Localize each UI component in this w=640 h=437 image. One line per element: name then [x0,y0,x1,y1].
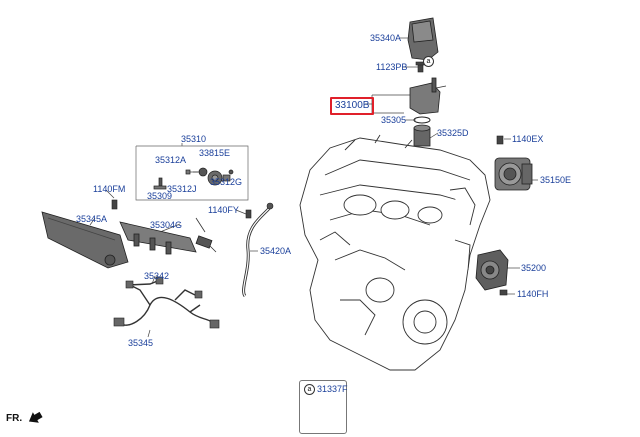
label-1140FH[interactable]: 1140FH [517,289,549,299]
label-1140FY[interactable]: 1140FY [208,205,239,215]
direction-label: FR. [6,413,23,424]
label-35310[interactable]: 35310 [181,134,207,144]
bolt-1140EX [496,135,504,145]
label-35309[interactable]: 35309 [147,191,173,201]
label-35340A[interactable]: 35340A [370,33,402,43]
label-33815E[interactable]: 33815E [199,148,231,158]
front-arrow-icon [28,411,43,423]
label-35345[interactable]: 35345 [128,338,154,348]
bolt-1140FM [111,199,118,210]
label-33100B[interactable]: 33100B [330,97,375,115]
part-35325D [413,124,431,147]
label-35342[interactable]: 35342 [144,271,170,281]
label-1140EX[interactable]: 1140EX [512,134,544,144]
oring-35305 [413,116,431,124]
label-35150E[interactable]: 35150E [540,175,572,185]
label-31337F[interactable]: 31337F [317,384,348,394]
harness-connectors [113,276,220,329]
sensor-35312 [195,217,217,253]
cover-35340A [407,17,439,61]
bolt-1140FH [499,289,508,296]
part-35200 [475,249,509,291]
callout-a-bottom[interactable]: a [304,384,315,395]
label-1123PB[interactable]: 1123PB [376,62,408,72]
bolt-1140FY [245,209,252,219]
group-bracket-35310 [135,145,249,201]
label-35420A[interactable]: 35420A [260,246,292,256]
label-35200[interactable]: 35200 [521,263,547,273]
sensor-parts-35310 [153,167,234,190]
throttle-body-35150E [494,157,533,191]
pump-33100B [409,77,447,115]
fuel-rail-35345A [41,211,129,269]
label-35325D[interactable]: 35325D [437,128,469,138]
label-35312J[interactable]: 35312J [167,184,197,194]
label-35305[interactable]: 35305 [381,115,407,125]
injector-rail-35304G [119,221,197,255]
engine-block [299,134,491,371]
label-35312A[interactable]: 35312A [155,155,187,165]
label-35345A[interactable]: 35345A [76,214,108,224]
label-35304G[interactable]: 35304G [150,220,183,230]
callout-a-top[interactable]: a [423,56,434,67]
label-1140FM[interactable]: 1140FM [93,184,126,194]
label-35312G[interactable]: 35312G [210,177,243,187]
